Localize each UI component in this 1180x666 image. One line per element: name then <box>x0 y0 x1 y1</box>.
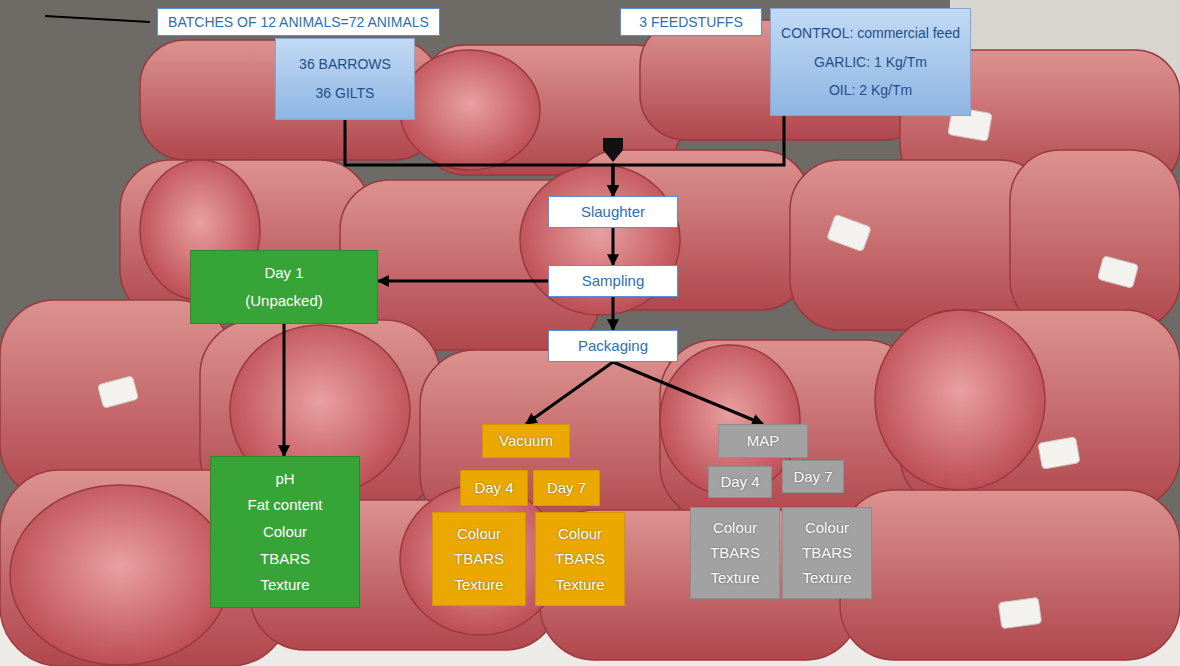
analysis-box: ColourTBARS Texture <box>782 507 872 599</box>
node-text: Day 4 <box>474 479 513 497</box>
node-text: Packaging <box>578 337 648 355</box>
node-text: Colour <box>558 525 602 543</box>
meat-tag <box>998 597 1041 628</box>
node-text: TBARS <box>555 550 605 568</box>
meat-tag <box>98 376 139 408</box>
flow-arrow <box>345 120 613 196</box>
node-text: OIL: 2 Kg/Tm <box>829 82 912 99</box>
analysis-box: ColourTBARS Texture <box>690 507 780 599</box>
day-box: Day 4 <box>460 470 528 506</box>
node-text: Vacuum <box>499 432 553 450</box>
node-text: TBARS <box>454 550 504 568</box>
node-text: Fat content <box>247 496 322 514</box>
node-text: 36 GILTS <box>316 85 375 102</box>
node-text: TBARS <box>710 544 760 562</box>
loin-cut-face <box>520 165 680 315</box>
day-box: Day 7 <box>533 470 600 506</box>
node-text: Colour <box>263 523 307 541</box>
node-text: Texture <box>454 576 503 594</box>
merge-arrow-symbol <box>603 138 623 162</box>
day-box: Day 7 <box>782 460 844 493</box>
loin-cut-face <box>875 310 1045 490</box>
flow-arrow <box>378 280 548 283</box>
node-text: Texture <box>802 569 851 587</box>
analysis-box: ColourTBARS Texture <box>432 512 526 606</box>
node-text: CONTROL: commercial feed <box>781 25 960 42</box>
analysis-box: ColourTBARS Texture <box>535 512 625 606</box>
node-text: (Unpacked) <box>245 292 323 310</box>
flow-arrow <box>613 116 784 196</box>
day-box: Day 4 <box>708 466 772 498</box>
node-text: 3 FEEDSTUFFS <box>639 14 742 31</box>
node-text: 36 BARROWS <box>299 56 391 73</box>
node-text: TBARS <box>260 550 310 568</box>
node-text: Texture <box>555 576 604 594</box>
node-text: Colour <box>805 519 849 537</box>
process-box: Sampling <box>548 265 678 297</box>
node-text: Slaughter <box>581 203 645 221</box>
pork-loin <box>840 490 1180 660</box>
meat-tag <box>1098 256 1139 288</box>
process-box: Packaging <box>548 330 678 362</box>
node-text: Day 7 <box>547 479 586 497</box>
node-text: pH <box>275 470 294 488</box>
node-text: Texture <box>710 569 759 587</box>
node-text: Day 7 <box>793 468 832 486</box>
header-box: 3 FEEDSTUFFS <box>620 8 762 36</box>
animal-box: 36 BARROWS 36 GILTS <box>275 38 415 120</box>
header-box: BATCHES OF 12 ANIMALS=72 ANIMALS <box>157 8 440 36</box>
node-text: Colour <box>457 525 501 543</box>
feed-box: CONTROL: commercial feedGARLIC: 1 Kg/TmO… <box>770 8 971 116</box>
node-text: BATCHES OF 12 ANIMALS=72 ANIMALS <box>168 14 429 31</box>
leader-line <box>45 16 150 22</box>
node-text: Day 4 <box>720 473 759 491</box>
day-box: Day 1 (Unpacked) <box>190 250 378 324</box>
node-text: MAP <box>747 432 780 450</box>
node-text: Sampling <box>582 272 645 290</box>
loin-cut-face <box>10 485 230 665</box>
node-text: Texture <box>260 576 309 594</box>
package-box: Vacuum <box>482 424 570 458</box>
package-box: MAP <box>718 424 808 458</box>
flow-arrow <box>612 297 615 330</box>
node-text: GARLIC: 1 Kg/Tm <box>814 54 927 71</box>
analysis-box: pH Fat contentColourTBARS Texture <box>210 456 360 608</box>
meat-tag <box>827 214 872 251</box>
meat-tag <box>1038 437 1080 469</box>
process-box: Slaughter <box>548 196 678 228</box>
node-text: Day 1 <box>264 264 303 282</box>
loin-cut-face <box>400 50 540 170</box>
node-text: Colour <box>713 519 757 537</box>
flow-arrow <box>526 362 613 424</box>
node-text: TBARS <box>802 544 852 562</box>
flow-arrow <box>283 324 286 456</box>
flow-arrow <box>612 228 615 265</box>
pork-loin <box>1010 150 1180 330</box>
flow-arrow <box>613 362 763 424</box>
